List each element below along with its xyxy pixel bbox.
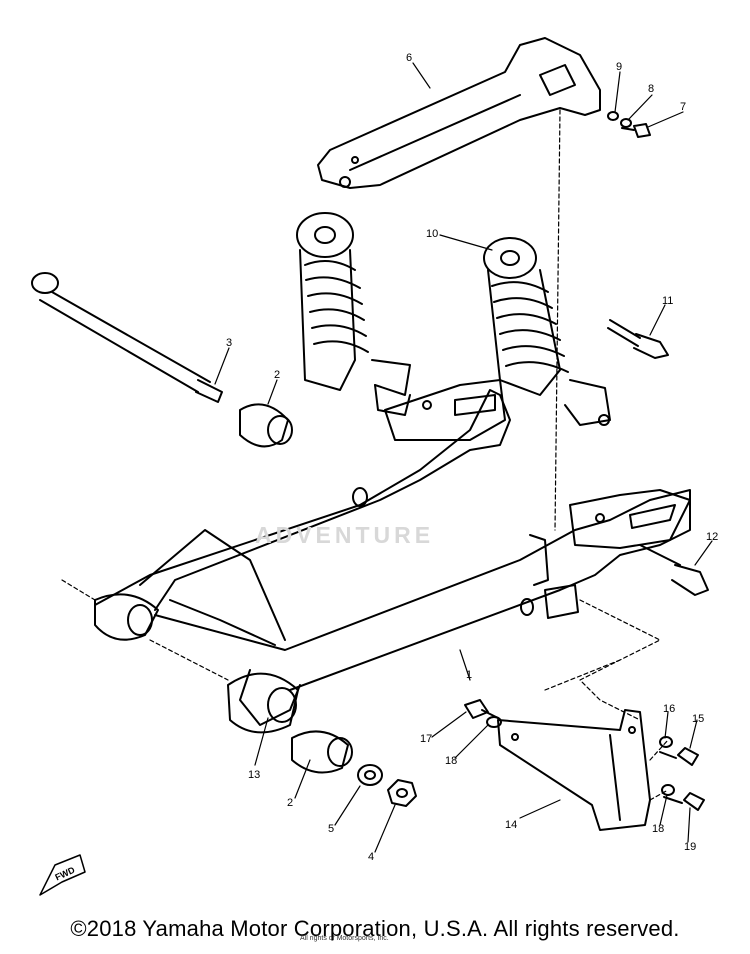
callout-18-right: 18	[652, 823, 664, 835]
bolt-15	[659, 747, 699, 766]
callout-14: 14	[505, 819, 517, 831]
pivot-shaft-part	[31, 272, 223, 403]
forward-arrow-icon	[39, 854, 86, 896]
collar-upper	[239, 403, 293, 448]
callout-16: 16	[663, 703, 675, 715]
chain-guard-part	[317, 37, 601, 189]
callout-2-lower: 2	[287, 797, 293, 809]
bolt-17	[464, 699, 499, 719]
collar-lower	[291, 730, 353, 774]
swingarm-main	[94, 379, 691, 726]
washer-18b	[661, 784, 675, 796]
washer-8	[620, 118, 632, 128]
callout-labels: 6 9 8 7 10 11 3 2 12 1 13 2 5 4 17 18 16…	[54, 52, 719, 882]
washer-16	[659, 736, 673, 748]
guard-bracket-part	[497, 709, 651, 831]
bolt-7	[621, 123, 651, 138]
callout-6: 6	[406, 52, 412, 64]
small-rights-note: All rights of Motorsports, Inc.	[300, 935, 389, 942]
right-shock-absorber	[483, 237, 611, 426]
callout-2-upper: 2	[274, 369, 280, 381]
callout-9: 9	[616, 61, 622, 73]
callout-10: 10	[426, 228, 438, 240]
callout-7: 7	[680, 101, 686, 113]
watermark-text: ADVENTURE	[255, 522, 435, 548]
washer-9	[607, 111, 619, 121]
fwd-label: FWD	[54, 865, 77, 883]
callout-17: 17	[420, 733, 432, 745]
callout-5: 5	[328, 823, 334, 835]
washer-part	[357, 764, 383, 786]
callout-18-left: 18	[445, 755, 457, 767]
callout-8: 8	[648, 83, 654, 95]
callout-4: 4	[368, 851, 374, 863]
callout-1: 1	[466, 669, 472, 681]
leader-lines	[214, 62, 713, 853]
washer-18a	[486, 716, 502, 728]
callout-13: 13	[248, 769, 260, 781]
callout-15: 15	[692, 713, 704, 725]
callout-11: 11	[662, 295, 673, 307]
rear-pivot-boss	[227, 672, 299, 734]
callout-19: 19	[684, 841, 696, 853]
bolt-11	[607, 319, 669, 359]
left-shock-absorber	[296, 212, 411, 416]
callout-3: 3	[226, 337, 232, 349]
nut-part	[387, 779, 417, 807]
assembly-lines	[61, 109, 669, 801]
copyright-notice: ©2018 Yamaha Motor Corporation, U.S.A. A…	[70, 916, 680, 941]
callout-12: 12	[706, 531, 718, 543]
bolt-12	[639, 544, 709, 596]
bolt-19	[663, 792, 705, 811]
